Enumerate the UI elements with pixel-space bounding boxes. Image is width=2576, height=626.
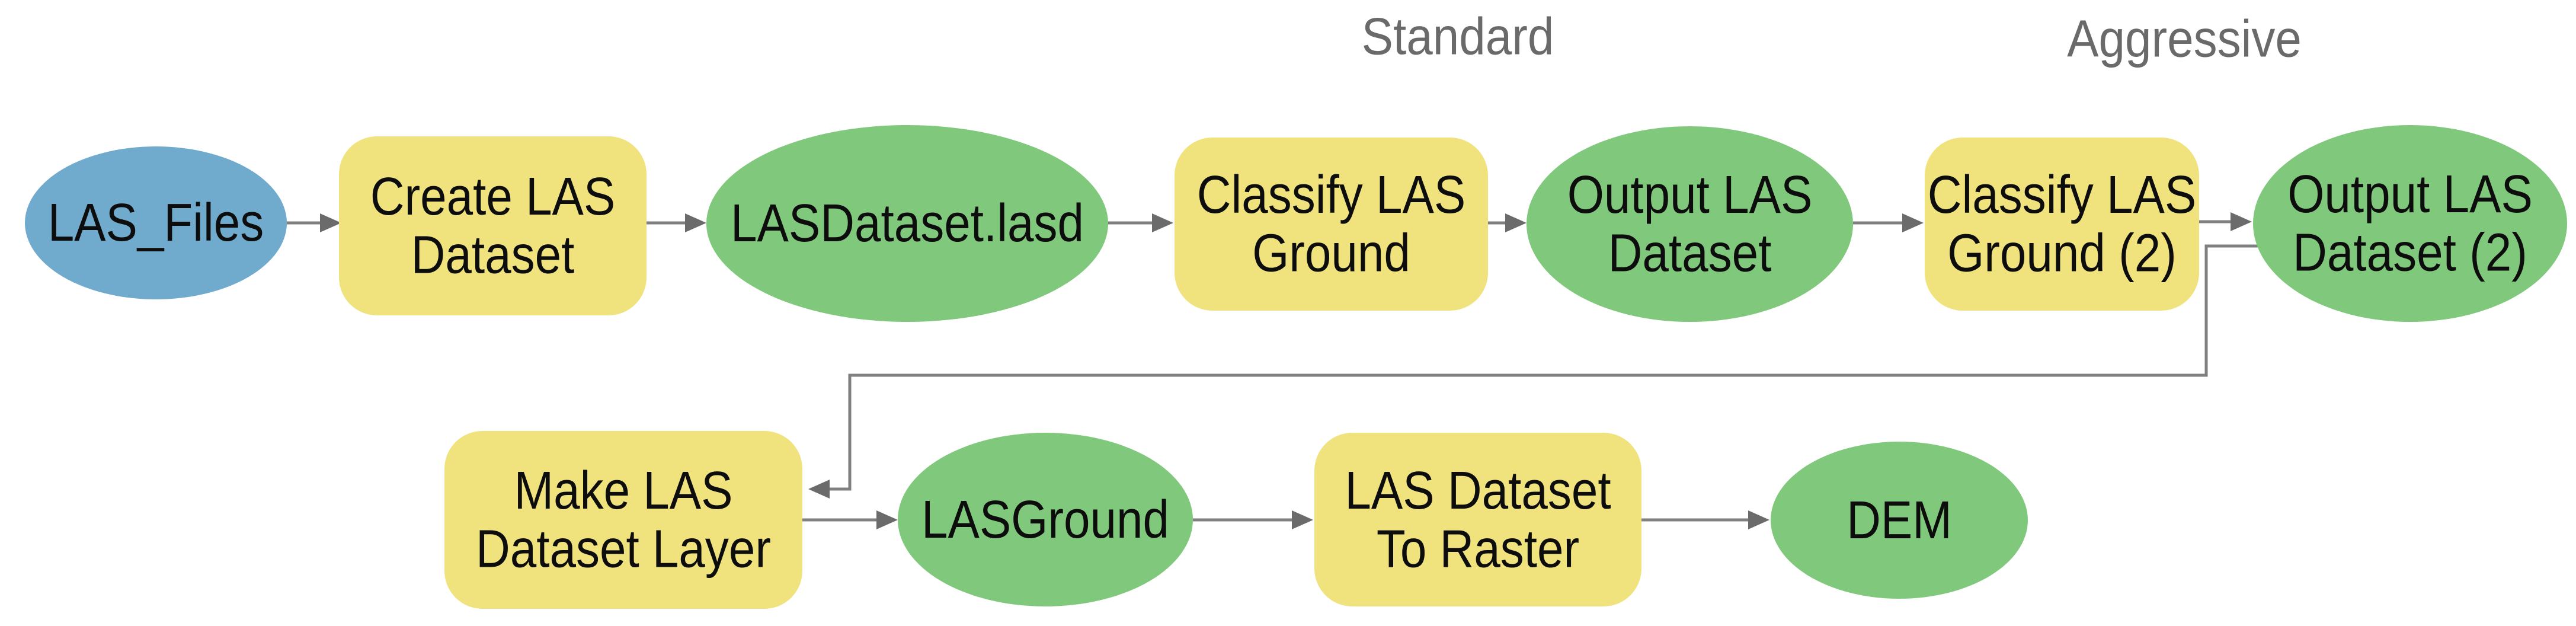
node-label: LASGround bbox=[921, 490, 1170, 549]
connector-output-las-dataset-to-classify-las-ground-2 bbox=[1853, 213, 1924, 232]
annotation-aggressive: Aggressive bbox=[2067, 9, 2302, 68]
node-lasdataset-lasd[interactable]: LASDataset.lasd bbox=[706, 125, 1108, 322]
connector-classify-las-ground-2-to-output-las-dataset-2 bbox=[2199, 212, 2252, 231]
connector-classify-las-ground-to-output-las-dataset bbox=[1488, 213, 1527, 232]
node-label: LAS_Files bbox=[47, 193, 264, 253]
node-las-files[interactable]: LAS_Files bbox=[25, 146, 287, 299]
node-dem[interactable]: DEM bbox=[1771, 442, 2028, 599]
annotation-standard: Standard bbox=[1361, 7, 1554, 66]
node-label: DEM bbox=[1847, 490, 1952, 550]
node-label: LASDataset.lasd bbox=[731, 193, 1084, 253]
connector-las-files-to-create-las-dataset bbox=[286, 213, 341, 232]
connector-create-las-dataset-to-lasdataset-lasd bbox=[647, 213, 706, 232]
node-lasground[interactable]: LASGround bbox=[898, 433, 1193, 606]
connector-lasground-to-las-dataset-to-raster bbox=[1193, 510, 1313, 529]
connector-output-las-dataset-2-to-make-las-dataset-layer bbox=[808, 244, 2258, 499]
connector-make-las-dataset-layer-to-lasground bbox=[802, 510, 898, 529]
connector-lasdataset-lasd-to-classify-las-ground bbox=[1108, 213, 1173, 232]
connector-las-dataset-to-raster-to-dem bbox=[1641, 510, 1769, 529]
